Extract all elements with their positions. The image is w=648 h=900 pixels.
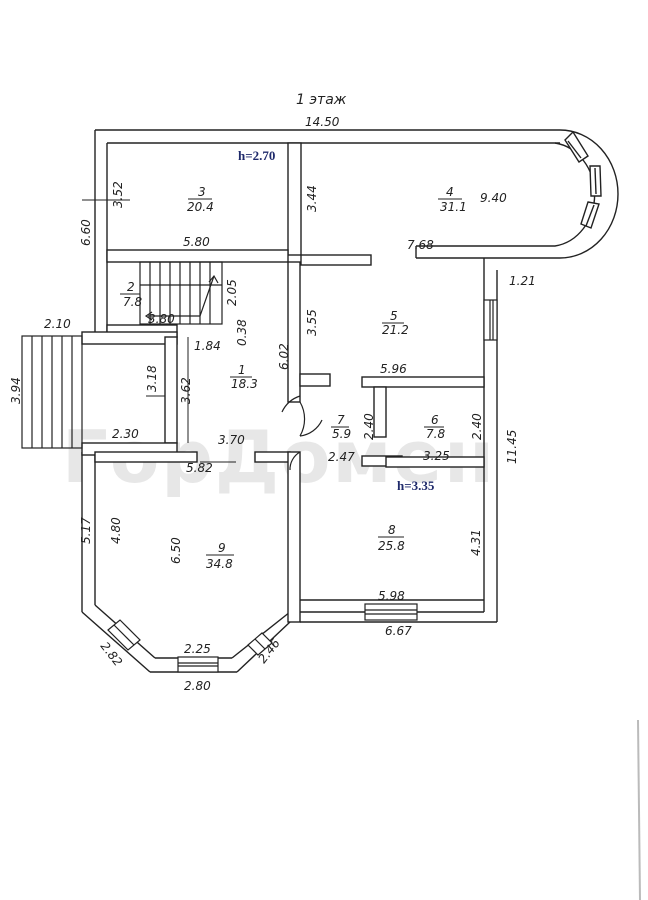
porch-stairs [21,335,83,449]
dim-vest-height2: 3.62 [179,377,193,404]
room-8-area: 25.8 [378,539,405,553]
room-9-area: 34.8 [206,557,233,571]
room-4-number: 4 [446,185,454,199]
room-7-area: 5.9 [332,427,351,441]
room-6-area: 7.8 [426,427,445,441]
room-7-number: 7 [337,413,345,427]
dim-total-width: 14.50 [305,115,340,129]
dim-bay-inner: 2.25 [184,642,211,656]
dim-bay-side: 1.21 [509,274,536,288]
dim-stairs-height: 2.05 [225,279,239,306]
dim-room7-height: 2.40 [362,413,376,440]
room-3-area: 20.4 [187,200,214,214]
rounded-bay [415,129,619,259]
dim-room4-width: 9.40 [480,191,507,205]
dim-vest-width: 2.30 [112,427,139,441]
dim-stairs-width: 3.80 [148,312,175,326]
labels: 1 этаж 14.50 h=2.70 h=3.35 3 20.4 4 31.1… [9,92,536,693]
bottom-windows [107,603,418,673]
dim-hall-height: 6.02 [277,343,291,370]
dim-room7-width: 2.47 [328,450,355,464]
dim-room9-width: 5.82 [186,461,213,475]
dim-porch-width: 2.10 [44,317,71,331]
room-1-area: 18.3 [231,377,258,391]
room-3-number: 3 [198,185,206,199]
height-upper: h=2.70 [238,148,275,163]
floor-title: 1 этаж [296,92,347,108]
dim-room6-height: 2.40 [470,413,484,440]
height-lower: h=3.35 [397,478,435,493]
room-9-number: 9 [218,541,226,555]
dim-vest-height: 3.18 [145,365,159,392]
dim-room6-width: 5.96 [380,362,407,376]
dim-porch-height: 3.94 [9,377,23,404]
dim-room5-height: 3.55 [305,309,319,336]
dim-bay-top: 7.68 [407,238,434,252]
dim-left-lower: 5.17 [79,517,93,544]
dim-room8-height: 4.31 [469,529,483,556]
dim-right-wall: 11.45 [505,430,519,464]
scan-edge [637,719,641,900]
dim-bay-bottom: 2.80 [184,679,211,693]
room-1-number: 1 [238,363,246,377]
internal-walls [81,142,485,623]
dimension-lines [82,199,236,463]
dim-room6-depth: 3.25 [423,449,450,463]
dim-room9-height: 6.50 [169,537,183,564]
dim-hall-width: 1.84 [194,339,221,353]
dim-room3-width: 5.80 [183,235,210,249]
door-arcs [281,395,323,471]
room-2-number: 2 [127,280,135,294]
dim-hall-small: 0.38 [235,319,249,346]
interior-stairs [139,261,223,325]
room-8-number: 8 [388,523,396,537]
dim-room3-height: 3.52 [111,181,125,208]
outer-walls [81,129,560,673]
dim-bottom-right: 6.67 [385,624,412,638]
room-4-area: 31.1 [440,200,467,214]
room-5-number: 5 [390,309,398,323]
room-6-number: 6 [431,413,439,427]
dim-hall-span: 3.70 [218,433,245,447]
dim-room8-width: 5.98 [378,589,405,603]
dim-room4-height: 3.44 [305,185,319,212]
right-window [483,299,498,341]
dim-left-upper: 6.60 [79,219,93,246]
room-2-area: 7.8 [123,295,142,309]
room-5-area: 21.2 [382,323,409,337]
dim-room9-inner: 4.80 [109,517,123,544]
